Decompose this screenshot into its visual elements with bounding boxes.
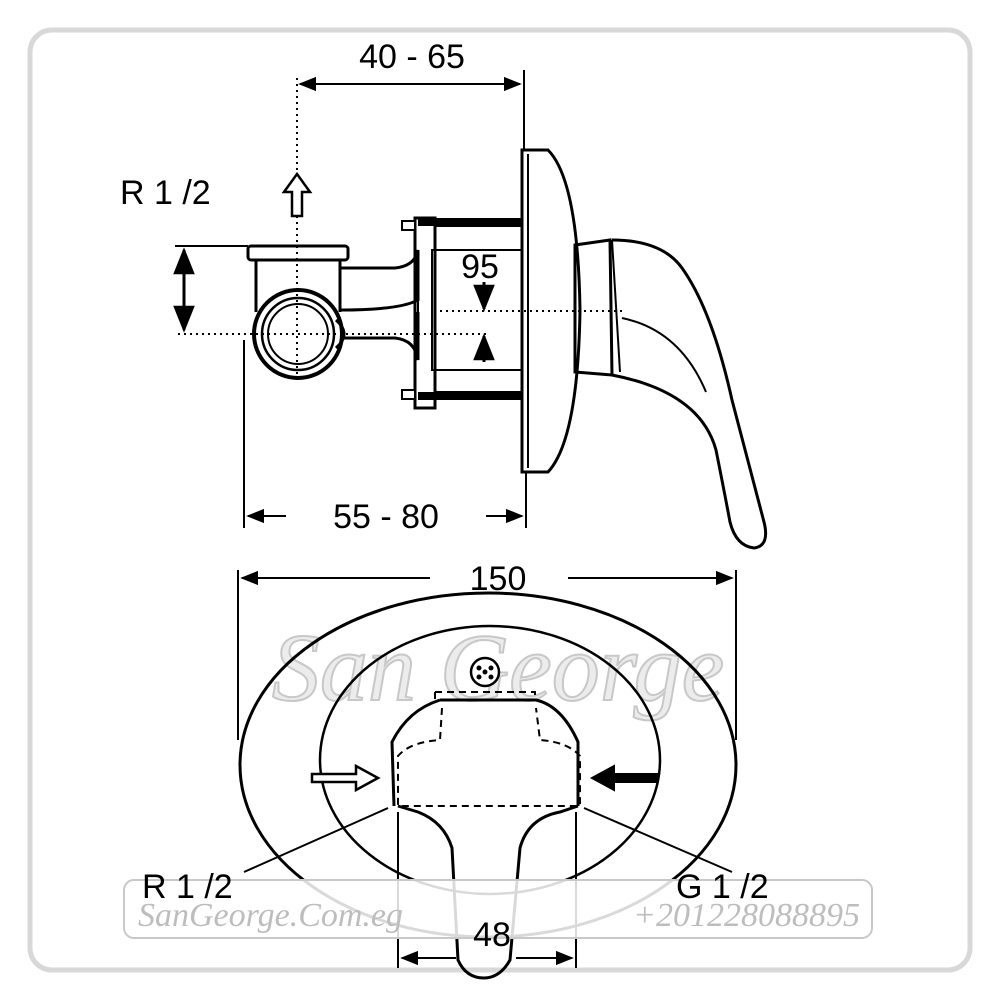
threaded-sleeve: [418, 218, 522, 400]
dim-95-label: 95: [461, 248, 499, 286]
leader-right: [583, 807, 733, 873]
outer-frame: [27, 27, 973, 973]
leader-left: [243, 807, 389, 873]
watermark-website: SanGeorge.Com.eg: [138, 897, 403, 934]
body-lower-arm: [340, 312, 420, 361]
inlet-arrow-icon: [281, 171, 313, 218]
left-label: R 1 /2: [142, 868, 233, 906]
handle-lever-front: [397, 804, 579, 980]
body-upper-arm: [339, 249, 420, 312]
hidden-cartridge: [397, 707, 581, 807]
watermark-box: [123, 879, 873, 939]
handle-top: [390, 698, 580, 807]
mounting-flange: [413, 216, 437, 410]
dim-top-label: 40 - 65: [359, 38, 465, 76]
lever-handle: [611, 238, 768, 550]
inlet-label: R 1 /2: [120, 174, 211, 212]
watermark-brand: San George: [272, 614, 724, 721]
left-inlet-arrow-icon: [310, 763, 381, 793]
front-view: San George 150 San: [123, 560, 873, 980]
right-label: G 1 /2: [676, 868, 769, 906]
right-inlet-arrow-icon: [589, 764, 659, 792]
side-view: 40 - 65 55 - 80 95 R 1 /2: [120, 38, 768, 550]
dim-handle-label: 48: [473, 916, 511, 954]
dim-bottom-label: 55 - 80: [333, 498, 439, 536]
cartridge-housing: [431, 249, 523, 371]
watermark-phone: +201228088895: [633, 897, 860, 934]
dim-width-label: 150: [470, 560, 527, 598]
